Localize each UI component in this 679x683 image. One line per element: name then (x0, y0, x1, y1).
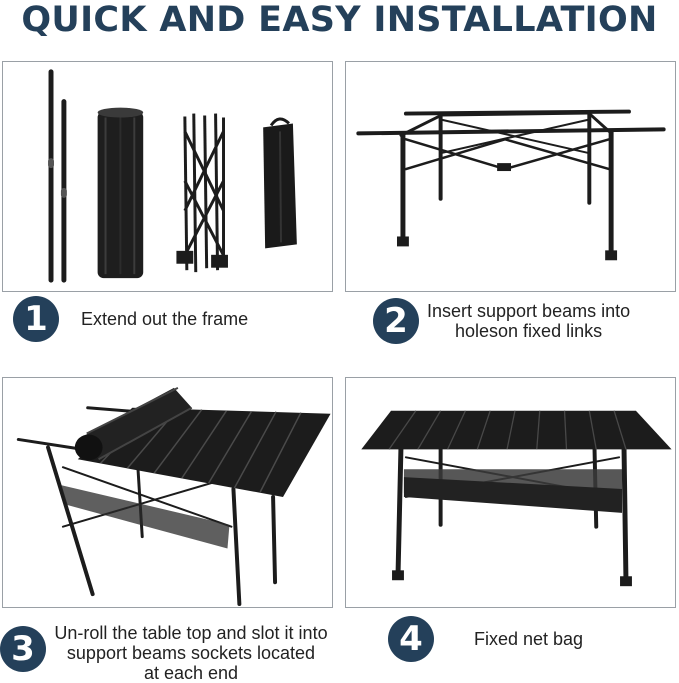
unroll-tabletop-illustration (16, 387, 331, 607)
step-4-caption: Fixed net bag (474, 629, 584, 649)
rolled-tabletop (97, 107, 144, 279)
folded-table-parts-illustration (48, 69, 297, 283)
step-2-caption: Insert support beams into holeson fixed … (427, 301, 631, 341)
step-1-caption: Extend out the frame (81, 309, 249, 329)
folded-frame (176, 113, 228, 273)
step-1-number-badge: 1 (13, 296, 59, 342)
page-title: QUICK AND EASY INSTALLATION (21, 0, 658, 40)
step-3-caption: Un-roll the table top and slot it into s… (54, 623, 328, 683)
rear-beam (403, 109, 631, 116)
tabletop (361, 410, 672, 450)
step-4-caption-row: 4 Fixed net bag (388, 616, 583, 662)
assembled-table-illustration (361, 410, 672, 587)
step-3-image (2, 377, 333, 608)
net-bag (60, 485, 230, 549)
step-3-number-badge: 3 (0, 626, 46, 672)
step-1-image (2, 61, 333, 292)
support-poles (48, 69, 67, 283)
step-4-image (345, 377, 676, 608)
step-3-caption-row: 3 Un-roll the table top and slot it into… (0, 615, 336, 683)
step-2-caption-row: 2 Insert support beams into holeson fixe… (373, 298, 630, 344)
step-1-caption-row: 1 Extend out the frame (13, 296, 248, 342)
step-2-number-badge: 2 (373, 298, 419, 344)
step-4-number-badge: 4 (388, 616, 434, 662)
rolled-section (74, 387, 193, 461)
carry-bag-icon (263, 117, 297, 249)
frame-with-beams-illustration (356, 109, 666, 261)
step-2-image (345, 61, 676, 292)
